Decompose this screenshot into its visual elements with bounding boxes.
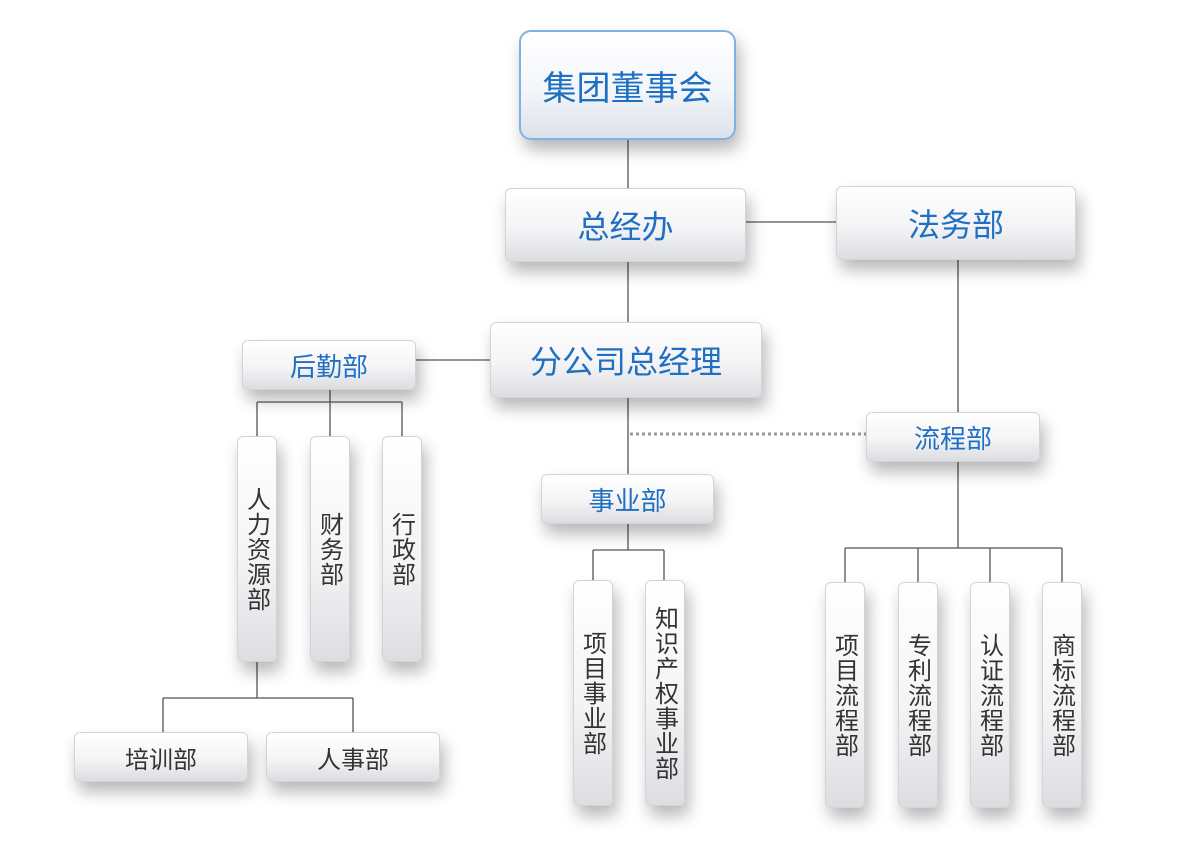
hr-node: 人力资源部 xyxy=(237,436,277,662)
patent-process-node: 专利流程部 xyxy=(898,582,938,808)
project-biz-label: 项目事业部 xyxy=(578,630,607,756)
logistics-node: 后勤部 xyxy=(242,340,416,390)
training-label: 培训部 xyxy=(125,745,197,774)
trademark-process-node: 商标流程部 xyxy=(1042,582,1082,808)
personnel-node: 人事部 xyxy=(266,732,440,782)
legal-node: 法务部 xyxy=(836,186,1076,260)
admin-label: 行政部 xyxy=(387,511,416,587)
gm-office-node: 总经办 xyxy=(505,188,746,262)
patent-process-label: 专利流程部 xyxy=(903,632,932,758)
ip-biz-label: 知识产权事业部 xyxy=(650,605,679,781)
personnel-label: 人事部 xyxy=(317,745,389,774)
cert-process-node: 认证流程部 xyxy=(970,582,1010,808)
admin-node: 行政部 xyxy=(382,436,422,662)
project-process-label: 项目流程部 xyxy=(830,632,859,758)
hr-label: 人力资源部 xyxy=(242,486,271,612)
branch-gm-node: 分公司总经理 xyxy=(490,322,762,398)
business-label: 事业部 xyxy=(588,486,667,517)
process-label: 流程部 xyxy=(913,424,992,455)
board-node: 集团董事会 xyxy=(519,30,736,140)
ip-biz-node: 知识产权事业部 xyxy=(645,580,685,806)
trademark-process-label: 商标流程部 xyxy=(1047,632,1076,758)
finance-label: 财务部 xyxy=(315,511,344,587)
process-node: 流程部 xyxy=(866,412,1040,462)
cert-process-label: 认证流程部 xyxy=(975,632,1004,758)
legal-label: 法务部 xyxy=(907,206,1004,244)
business-node: 事业部 xyxy=(541,474,714,524)
project-process-node: 项目流程部 xyxy=(825,582,865,808)
gm-office-label: 总经办 xyxy=(577,208,674,246)
board-label: 集团董事会 xyxy=(542,68,713,109)
training-node: 培训部 xyxy=(74,732,248,782)
project-biz-node: 项目事业部 xyxy=(573,580,613,806)
branch-gm-label: 分公司总经理 xyxy=(529,343,722,381)
logistics-label: 后勤部 xyxy=(289,352,368,383)
finance-node: 财务部 xyxy=(310,436,350,662)
